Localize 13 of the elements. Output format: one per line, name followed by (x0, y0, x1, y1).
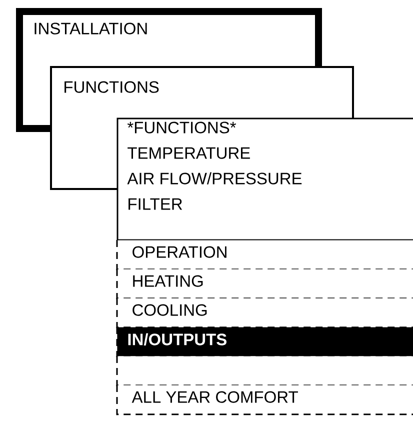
menu-item: OPERATION (116, 240, 413, 270)
node-label: HEATING (133, 275, 203, 287)
node-label: ALL YEAR COMFORT (132, 391, 298, 403)
menu-window: FUNCTIONS (50, 66, 354, 118)
menu-item: IN/OUTPUTS (116, 327, 413, 358)
menu-window: INSTALLATION (16, 8, 322, 67)
menu-item-box (116, 356, 413, 386)
menu-item: ALL YEAR COMFORT (116, 385, 413, 416)
menu-item: COOLING (116, 298, 413, 328)
menu-item: HEATING (116, 269, 413, 300)
node-label: COOLING (132, 304, 207, 316)
menu-window: *FUNCTIONS* TEMPERATURE AIR FLOW/PRESSURE FILTER (116, 118, 413, 241)
node-label: OPERATION (132, 246, 226, 258)
